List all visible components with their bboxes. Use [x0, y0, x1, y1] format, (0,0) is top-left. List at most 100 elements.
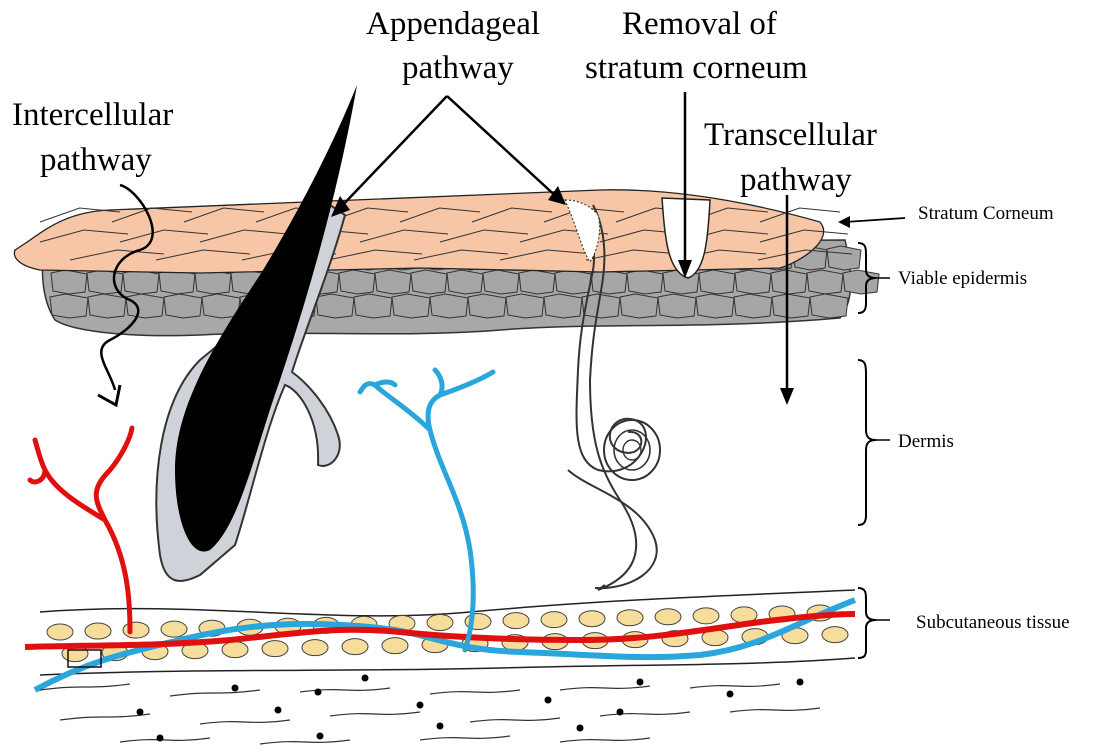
fat-cell — [47, 624, 73, 640]
epidermis-cell — [696, 294, 734, 318]
epidermis-cell — [810, 294, 848, 318]
tissue-dot — [545, 697, 552, 704]
epidermis-cell — [843, 270, 879, 294]
epidermis-cell — [164, 294, 202, 318]
sweat-coil — [604, 420, 660, 480]
fat-cell — [222, 642, 248, 658]
intercellular-arrowhead — [98, 385, 120, 405]
fat-cell — [617, 610, 643, 626]
appendageal-label-line2: pathway — [402, 50, 514, 86]
epidermis-cell — [735, 270, 771, 294]
transcellular-label-line1: Transcellular — [704, 117, 877, 153]
epidermis-cell — [430, 294, 468, 318]
tissue-fiber — [560, 686, 650, 690]
tissue-fiber — [200, 720, 290, 724]
fat-cell — [579, 611, 605, 627]
stratum-corneum-pointer-head — [838, 216, 850, 228]
epidermis-cell — [447, 270, 483, 294]
viable-epidermis-label: Viable epidermis — [898, 268, 1027, 289]
epidermis-cell — [339, 270, 375, 294]
fat-cell — [302, 640, 328, 656]
tissue-dot — [362, 675, 369, 682]
subcutaneous-label: Subcutaneous tissue — [916, 612, 1070, 633]
epidermis-cell — [411, 270, 447, 294]
tissue-fiber — [470, 718, 560, 722]
tissue-dot — [317, 733, 324, 740]
stratum-corneum-label: Stratum Corneum — [918, 203, 1054, 224]
epidermis-cell — [807, 270, 843, 294]
fat-cell — [427, 615, 453, 631]
epidermis-cell — [658, 294, 696, 318]
epidermis-cell — [392, 294, 430, 318]
tissue-dot — [137, 709, 144, 716]
tissue-fiber — [60, 714, 150, 720]
tissue-dot — [275, 707, 282, 714]
tissue-fiber — [560, 738, 650, 742]
epidermis-cell — [126, 294, 164, 318]
epidermis-cell — [88, 294, 126, 318]
fat-cell — [655, 609, 681, 625]
tissue-fiber — [430, 690, 520, 694]
tissue-dot — [417, 702, 424, 709]
epidermis-cell — [50, 294, 88, 318]
subcutaneous-layer — [25, 590, 855, 744]
epidermis-cell — [159, 270, 195, 294]
dermis-label: Dermis — [898, 431, 954, 452]
fat-cell — [822, 627, 848, 643]
tissue-dot — [437, 723, 444, 730]
epidermis-cell — [202, 294, 240, 318]
epidermis-cell — [316, 294, 354, 318]
transcellular-arrowhead — [780, 388, 794, 405]
tissue-dot — [797, 679, 804, 686]
tissue-fiber — [690, 684, 780, 688]
epidermis-cell — [827, 246, 861, 270]
dermis-bracket — [858, 360, 876, 525]
tissue-fiber — [170, 690, 260, 696]
blood-capillary — [30, 428, 132, 632]
intercellular-label-line2: pathway — [40, 142, 152, 178]
tissue-fiber — [730, 708, 820, 712]
epidermis-cell — [123, 270, 159, 294]
epidermis-cell — [468, 294, 506, 318]
epidermis-cell — [591, 270, 627, 294]
tissue-fiber — [260, 740, 350, 744]
tissue-fiber — [120, 738, 210, 742]
epidermis-cell — [620, 294, 658, 318]
fat-cell — [85, 623, 111, 639]
tissue-fibers — [40, 675, 820, 745]
transcellular-label-line2: pathway — [740, 162, 852, 198]
epidermis-cell — [51, 270, 87, 294]
tissue-fiber — [600, 712, 690, 716]
epidermis-cell — [734, 294, 772, 318]
fat-cell — [503, 613, 529, 629]
epidermis-cell — [771, 270, 807, 294]
fat-cell — [123, 622, 149, 638]
subcutaneous-bottom-edge — [40, 658, 855, 675]
fat-cell — [161, 621, 187, 637]
appendageal-label-line1: Appendageal — [366, 6, 540, 42]
tissue-fiber — [420, 736, 510, 740]
appendageal-arrow-left — [338, 96, 447, 210]
epidermis-cell — [555, 270, 591, 294]
tissue-dot — [617, 709, 624, 716]
tissue-fiber — [300, 688, 390, 692]
epidermis-cell — [483, 270, 519, 294]
epidermis-cell — [375, 270, 411, 294]
tissue-dot — [637, 679, 644, 686]
tissue-fiber — [330, 712, 420, 716]
removal-label-line1: Removal of — [622, 6, 777, 42]
fat-cell — [342, 639, 368, 655]
fat-cell — [262, 641, 288, 657]
epidermis-cell — [519, 270, 555, 294]
epidermis-cell — [506, 294, 544, 318]
stratum-corneum-pointer — [845, 218, 905, 222]
tissue-fiber — [40, 684, 130, 690]
removal-label-line2: stratum corneum — [585, 50, 808, 86]
epidermis-cell — [544, 294, 582, 318]
tissue-dot — [232, 685, 239, 692]
intercellular-label-line1: Intercellular — [12, 97, 173, 133]
epidermis-cell — [354, 294, 392, 318]
tissue-dot — [157, 735, 164, 742]
tissue-dot — [577, 725, 584, 732]
